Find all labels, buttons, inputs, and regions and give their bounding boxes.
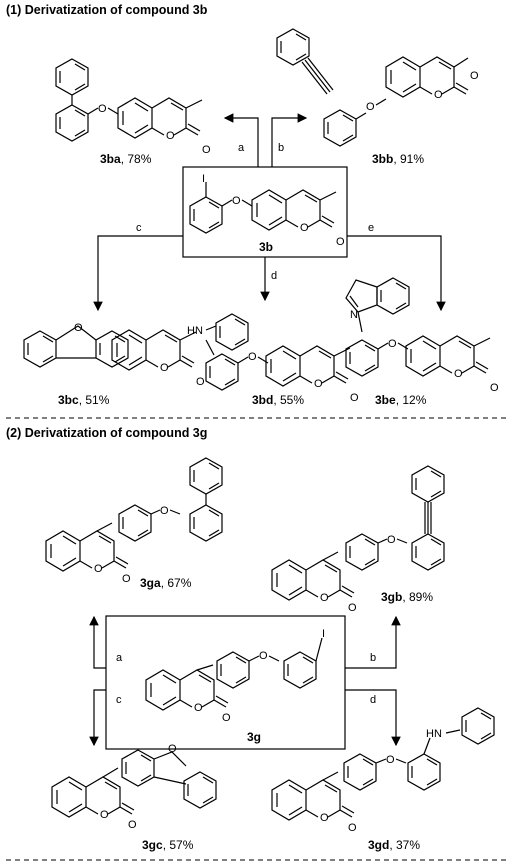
ring-oxygen-3bb: O: [434, 89, 443, 101]
reaction-label-e: e: [368, 222, 375, 234]
compound-3g-box: [105, 615, 346, 750]
carbonyl-oxygen-3ba: O: [202, 144, 211, 156]
ether-oxygen-3bb: O: [366, 101, 375, 113]
reaction-label-b: b: [278, 142, 285, 154]
arrow-e-section1: [347, 235, 446, 312]
product-3ga-structure: [45, 457, 223, 572]
product-3gc-structure: [51, 749, 217, 818]
carbonyl-oxygen-3b: O: [336, 236, 345, 248]
product-caption-3bb: 3bb, 91%: [372, 152, 425, 166]
reaction-label-d: d: [370, 694, 377, 706]
arrow-a-section1: [223, 113, 259, 167]
ether-oxygen-3b: O: [232, 195, 241, 207]
compound-3g-structure: [145, 637, 323, 711]
ring-oxygen-3gb: O: [320, 592, 329, 604]
product-3bd-structure: [205, 313, 351, 391]
carbonyl-oxygen-3bb: O: [470, 70, 479, 82]
carbonyl-oxygen-3bd: O: [350, 392, 359, 404]
product-caption-3gd: 3gd, 37%: [368, 838, 421, 852]
product-caption-3be: 3be, 12%: [375, 393, 427, 407]
arrow-c-section2: [89, 689, 106, 747]
reaction-label-a: a: [116, 652, 123, 664]
iodine-atom-3b: I: [202, 173, 205, 185]
ether-oxygen-3be: O: [388, 338, 397, 350]
product-3gb-structure: [271, 465, 445, 601]
arrow-c-section1: [93, 235, 183, 312]
reaction-label-c: c: [116, 694, 122, 706]
ether-oxygen-3bd: O: [248, 351, 257, 363]
carbonyl-oxygen-3bc: O: [196, 376, 205, 388]
furan-oxygen-3bc: O: [74, 322, 83, 334]
carbonyl-oxygen-3gd: O: [348, 822, 357, 834]
indole-nitrogen-3be: N: [350, 309, 358, 321]
reaction-label-c: c: [136, 222, 142, 234]
ether-oxygen-3ga: O: [160, 505, 169, 517]
ring-oxygen-3ba: O: [166, 130, 175, 142]
product-caption-3ba: 3ba, 78%: [100, 152, 152, 166]
arrow-a-section2: [89, 615, 106, 669]
reaction-label-b: b: [370, 652, 377, 664]
carbonyl-oxygen-3g: O: [222, 712, 231, 724]
amine-nh-3gd: HN: [426, 728, 442, 740]
compound-3b-label: 3b: [259, 240, 274, 254]
ring-oxygen-3b: O: [300, 222, 309, 234]
compound-3b-structure: [189, 182, 337, 234]
product-caption-3gb: 3gb, 89%: [381, 590, 434, 604]
product-caption-3ga: 3ga, 67%: [140, 576, 192, 590]
arrow-b-section1: [271, 113, 308, 167]
reaction-label-d: d: [271, 270, 278, 282]
ether-oxygen-3gb: O: [387, 534, 396, 546]
product-3bb-structure: [276, 28, 469, 147]
arrow-d-section2: [345, 689, 401, 747]
product-3ba-structure: [55, 58, 203, 142]
arrow-b-section2: [345, 615, 401, 669]
ring-oxygen-3g: O: [194, 702, 203, 714]
product-caption-3bc: 3bc, 51%: [58, 393, 110, 407]
carbonyl-oxygen-3ga: O: [122, 573, 131, 585]
ring-oxygen-3be: O: [454, 368, 463, 380]
furan-oxygen-3gc: O: [168, 743, 177, 755]
reaction-label-a: a: [238, 142, 245, 154]
product-caption-3bd: 3bd, 55%: [252, 393, 305, 407]
ether-oxygen-3ba: O: [98, 103, 107, 115]
ether-oxygen-3g: O: [259, 650, 268, 662]
compound-3g-label: 3g: [247, 730, 262, 744]
section1-title: (1) Derivatization of compound 3b: [6, 3, 208, 17]
product-3be-structure: [345, 277, 491, 377]
product-3bc-structure: [23, 325, 197, 371]
ring-oxygen-3bc: O: [160, 362, 169, 374]
amine-nh-3bd: HN: [187, 325, 203, 337]
ring-oxygen-3gc: O: [100, 809, 109, 821]
ring-oxygen-3gd: O: [320, 812, 329, 824]
carbonyl-oxygen-3gb: O: [348, 602, 357, 614]
carbonyl-oxygen-3be: O: [490, 382, 499, 394]
ring-oxygen-3bd: O: [314, 378, 323, 390]
section2-title: (2) Derivatization of compound 3g: [6, 426, 208, 440]
carbonyl-oxygen-3gc: O: [128, 819, 137, 831]
iodine-atom-3g: I: [322, 628, 325, 640]
ether-oxygen-3gd: O: [386, 754, 395, 766]
ring-oxygen-3ga: O: [94, 563, 103, 575]
product-caption-3gc: 3gc, 57%: [142, 838, 194, 852]
product-3gd-structure: [271, 707, 495, 821]
